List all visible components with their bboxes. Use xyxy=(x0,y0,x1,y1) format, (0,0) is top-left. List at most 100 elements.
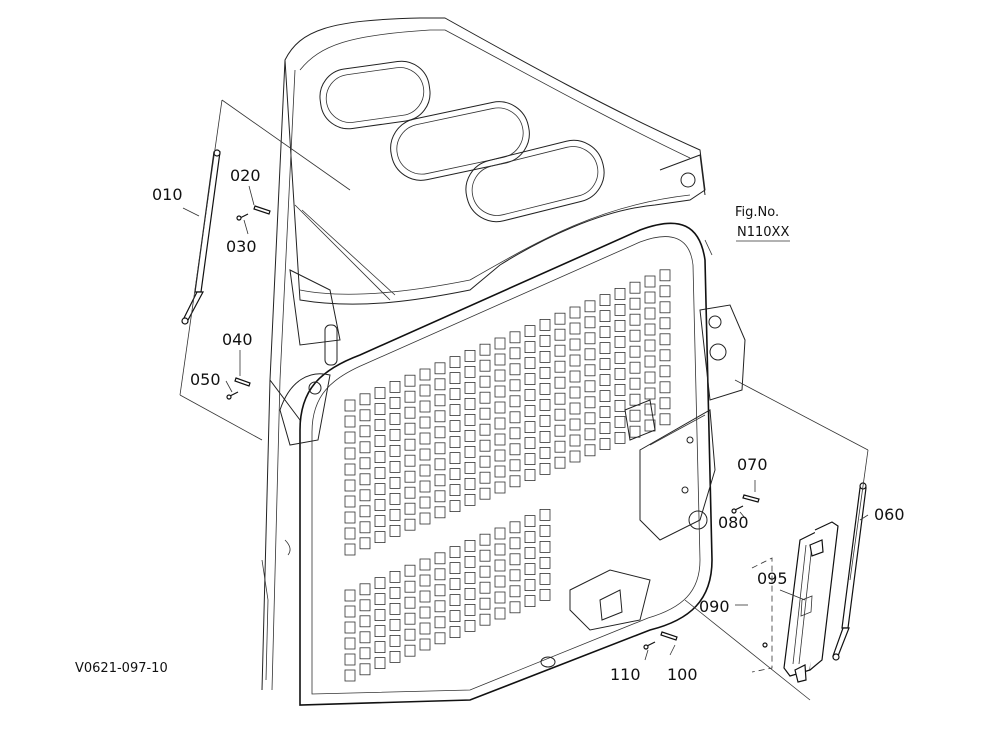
mesh-cell xyxy=(479,391,491,404)
mesh-cell xyxy=(659,333,671,346)
mesh-cell xyxy=(464,493,476,506)
mesh-cell xyxy=(494,559,506,572)
mesh-cell xyxy=(374,577,386,589)
mesh-cell xyxy=(404,486,416,499)
mesh-cell xyxy=(479,423,491,436)
mesh-cell xyxy=(389,587,401,599)
mesh-cell xyxy=(659,413,671,426)
part-070-pin xyxy=(742,494,760,503)
mesh-cell xyxy=(449,562,461,574)
mesh-cell xyxy=(539,446,551,459)
mesh-cell xyxy=(554,456,566,469)
mesh-cell xyxy=(404,374,416,387)
mesh-cell xyxy=(389,476,401,489)
mesh-cell xyxy=(524,595,536,607)
mesh-cell xyxy=(524,547,536,559)
mesh-cell xyxy=(659,365,671,378)
mesh-cell xyxy=(644,307,656,320)
mesh-cell xyxy=(599,358,611,371)
mesh-cell xyxy=(389,508,401,521)
mesh-cell xyxy=(614,287,626,300)
mesh-cell xyxy=(599,294,611,307)
mesh-cell xyxy=(509,379,521,392)
part-100-pin xyxy=(660,631,678,641)
mesh-cell xyxy=(569,322,581,335)
mesh-cell xyxy=(344,653,356,666)
mesh-cell xyxy=(389,603,401,615)
mesh-cell xyxy=(344,495,356,508)
mesh-cell xyxy=(359,409,371,422)
mesh-cell xyxy=(449,436,461,449)
mesh-cell xyxy=(434,442,446,455)
mesh-cell xyxy=(464,556,476,568)
mesh-cell xyxy=(659,285,671,298)
mesh-cell xyxy=(389,651,401,663)
mesh-cell xyxy=(599,326,611,339)
part-090-bracket-assembly xyxy=(751,521,839,683)
callout-050: 050 xyxy=(190,370,221,389)
mesh-cell xyxy=(584,348,596,361)
mesh-cell xyxy=(479,533,491,546)
mesh-cell xyxy=(359,489,371,502)
mesh-cell xyxy=(419,400,431,413)
mesh-cell xyxy=(389,571,401,583)
mesh-cell xyxy=(359,631,371,644)
mesh-cell xyxy=(359,505,371,518)
mesh-cell xyxy=(554,440,566,453)
mesh-cell xyxy=(434,632,446,645)
mesh-cell xyxy=(479,439,491,452)
mesh-cell xyxy=(644,355,656,368)
mesh-cell xyxy=(599,406,611,419)
mesh-cell xyxy=(524,469,536,482)
mesh-cell xyxy=(644,403,656,416)
mesh-cell xyxy=(449,452,461,465)
callout-110: 110 xyxy=(610,665,641,684)
mesh-cell xyxy=(584,300,596,313)
mesh-cell xyxy=(374,531,386,543)
mesh-cell xyxy=(434,552,446,565)
mesh-cell xyxy=(584,332,596,345)
mesh-cell xyxy=(404,390,416,403)
mesh-cell xyxy=(404,596,416,609)
mesh-cell xyxy=(434,506,446,519)
mesh-cell xyxy=(419,512,431,525)
mesh-cell xyxy=(344,669,356,682)
mesh-cell xyxy=(644,419,656,432)
mesh-cell xyxy=(374,435,386,448)
mesh-cell xyxy=(524,453,536,466)
mesh-cell xyxy=(464,381,476,394)
part-020-pin xyxy=(253,205,271,215)
mesh-cell xyxy=(614,351,626,364)
mesh-cell xyxy=(659,381,671,394)
mesh-cell xyxy=(629,329,641,342)
mesh-cell xyxy=(464,397,476,410)
mesh-cell xyxy=(539,525,551,537)
mesh-cell xyxy=(344,543,356,556)
mesh-cell xyxy=(614,431,626,444)
mesh-cell xyxy=(524,437,536,450)
mesh-cell xyxy=(614,383,626,396)
mesh-cell xyxy=(554,344,566,357)
mesh-cell xyxy=(539,334,551,347)
mesh-cell xyxy=(434,584,446,597)
mesh-cell xyxy=(509,427,521,440)
mesh-cell xyxy=(539,366,551,379)
mesh-cell xyxy=(359,615,371,628)
mesh-cell xyxy=(494,369,506,382)
mesh-cell xyxy=(434,490,446,503)
mesh-cell xyxy=(494,417,506,430)
mesh-cell xyxy=(359,521,371,534)
mesh-cell xyxy=(644,387,656,400)
callout-095: 095 xyxy=(757,569,788,588)
mesh-cell xyxy=(509,411,521,424)
mesh-cell xyxy=(464,604,476,616)
mesh-cell xyxy=(434,378,446,391)
mesh-cell xyxy=(449,594,461,606)
mesh-cell xyxy=(629,425,641,438)
door-mesh xyxy=(344,269,671,682)
mesh-cell xyxy=(449,372,461,385)
mesh-cell xyxy=(419,432,431,445)
mesh-cell xyxy=(569,450,581,463)
mesh-cell xyxy=(374,499,386,512)
